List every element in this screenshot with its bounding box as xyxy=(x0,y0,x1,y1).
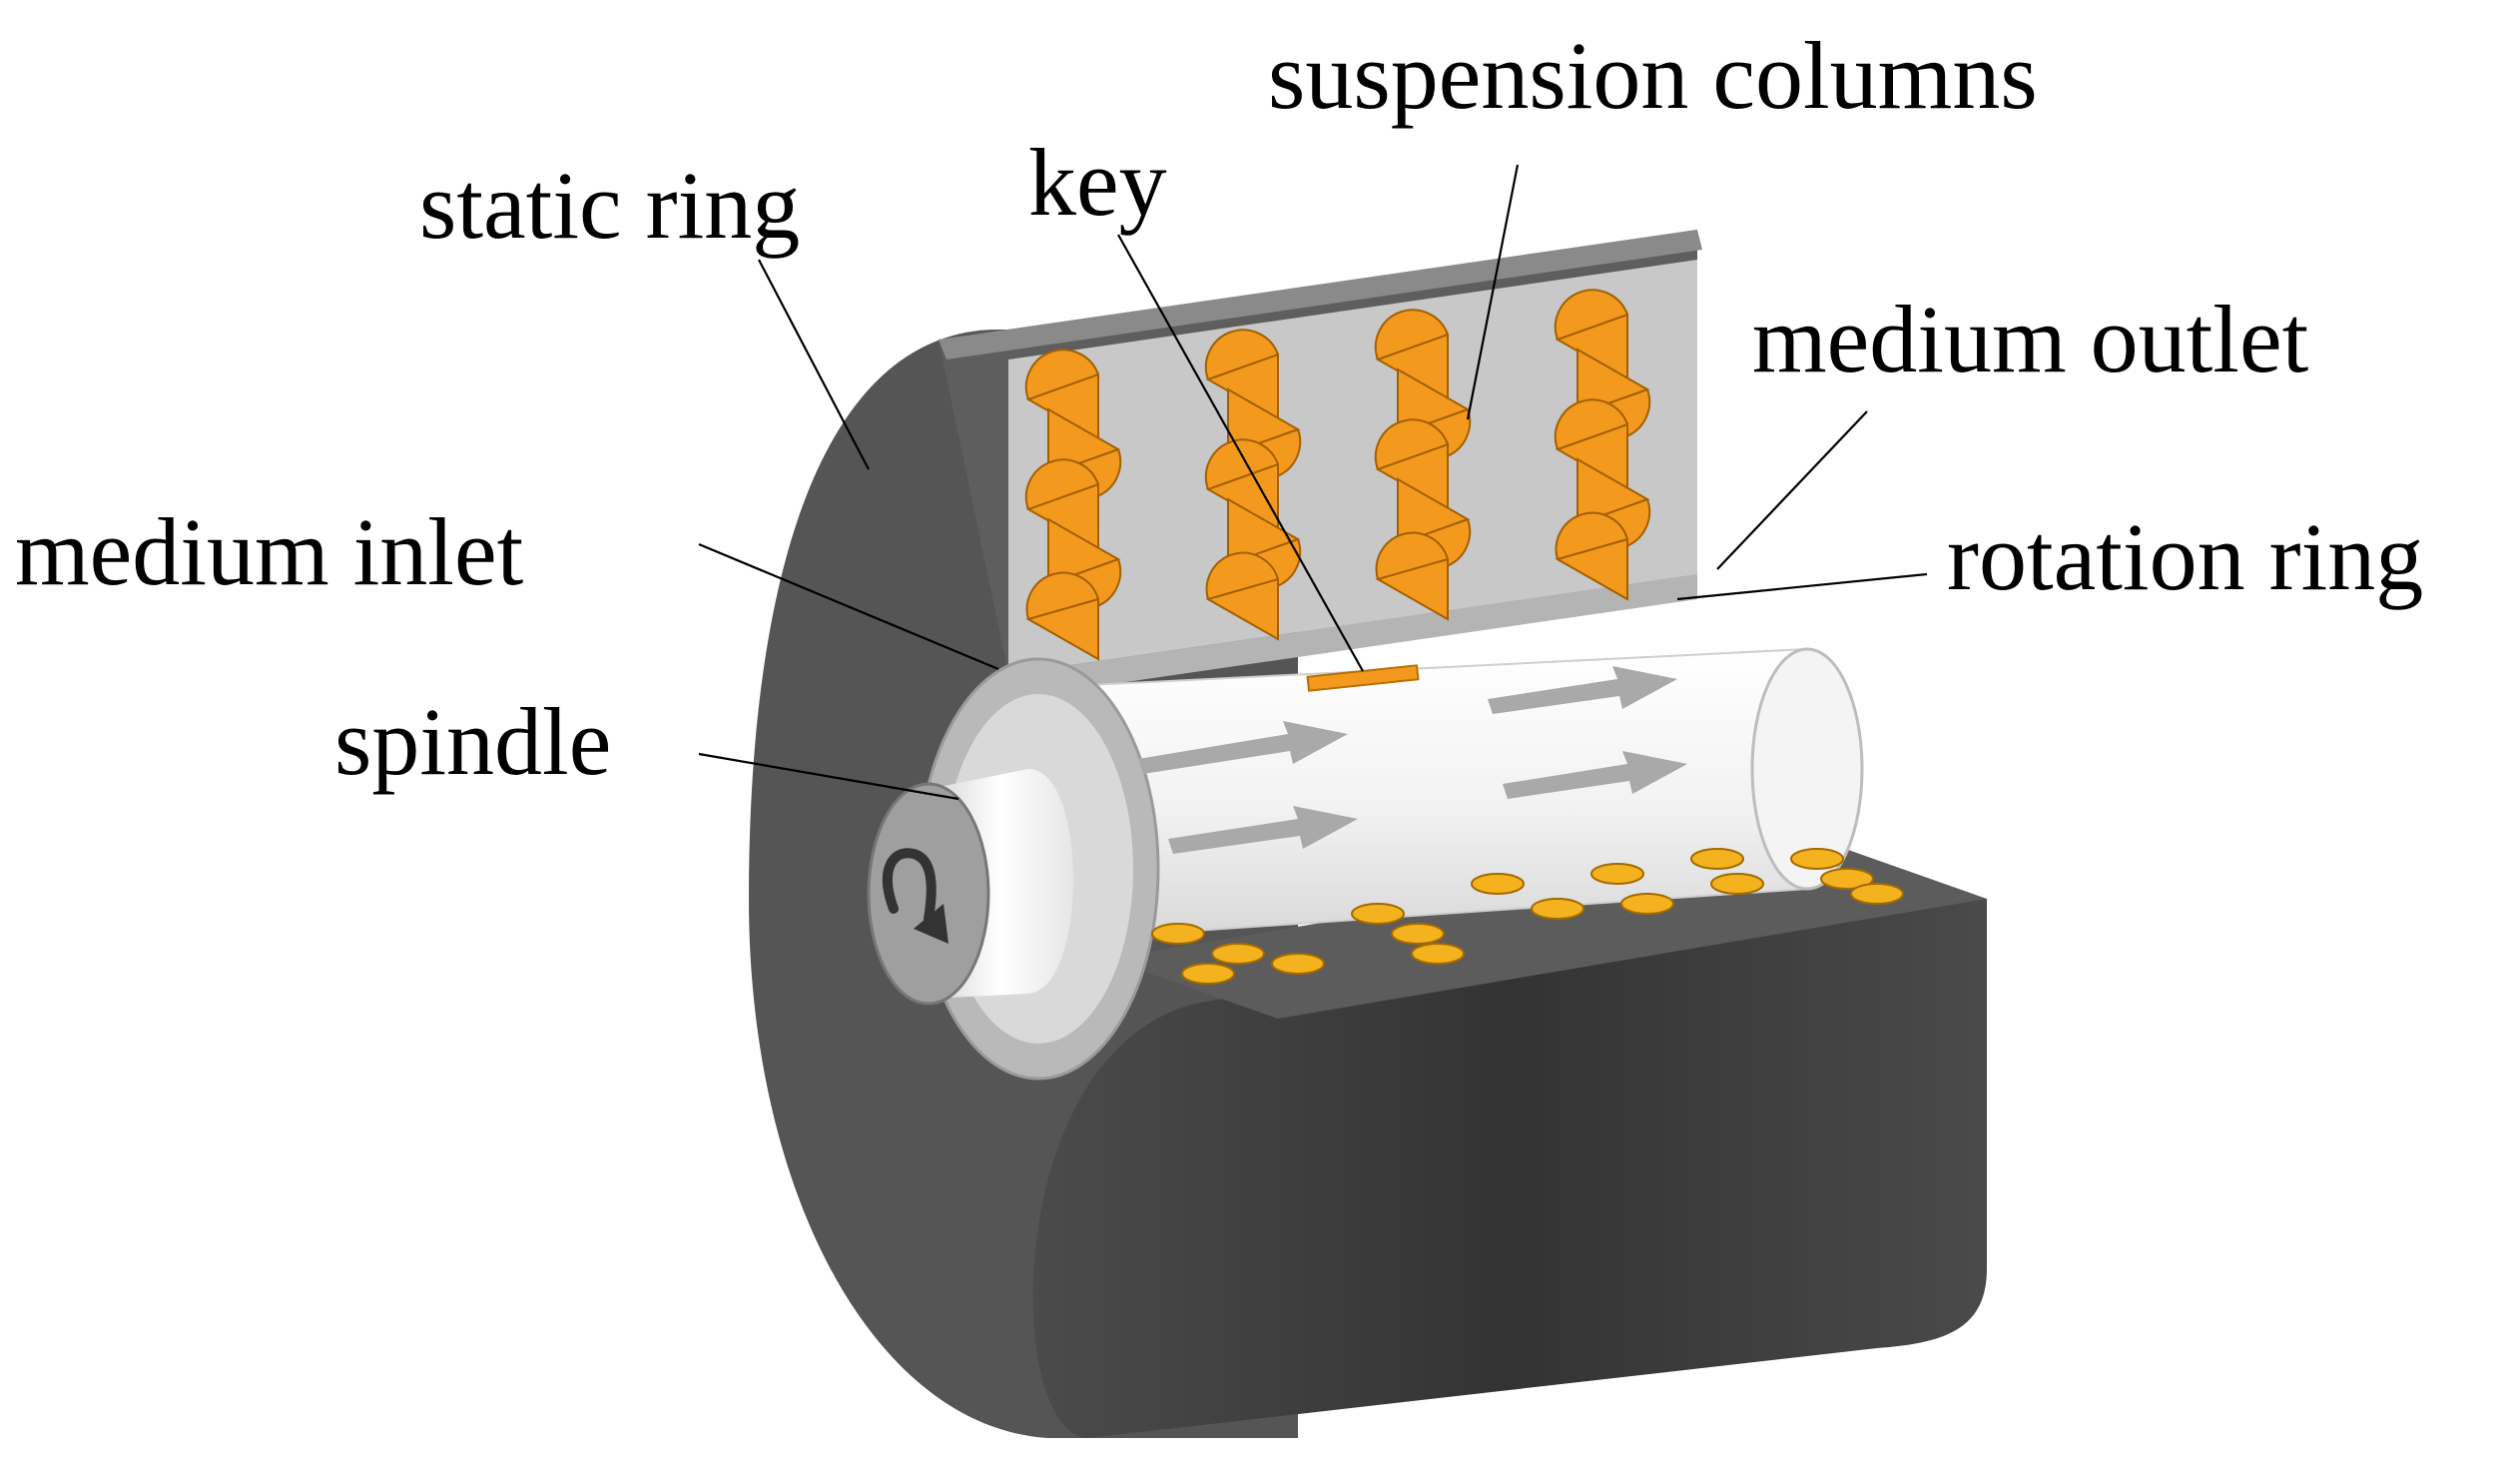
suspension-column xyxy=(1590,863,1644,885)
suspension-column xyxy=(1710,873,1764,895)
curved-arrow-icon xyxy=(882,848,948,944)
flow-arrow xyxy=(1503,751,1687,799)
label-static-ring: static ring xyxy=(419,152,800,259)
suspension-column xyxy=(1391,923,1445,945)
suspension-column xyxy=(1411,943,1465,965)
suspension-column xyxy=(1471,873,1525,895)
suspension-column xyxy=(1375,531,1449,621)
suspension-column xyxy=(1351,903,1405,925)
static-ring-top-edge xyxy=(939,230,1702,360)
suspension-column xyxy=(1820,868,1874,890)
suspension-columns-bottom xyxy=(1151,848,1904,985)
rotation-ring xyxy=(1008,260,1697,699)
leader-key xyxy=(1117,234,1364,672)
flow-arrow xyxy=(1168,806,1358,854)
label-medium-inlet: medium inlet xyxy=(15,498,524,605)
suspension-column xyxy=(1531,898,1584,920)
leader-medium-inlet xyxy=(698,542,999,671)
suspension-column xyxy=(1025,571,1099,661)
label-medium-outlet: medium outlet xyxy=(1752,286,2309,392)
leader-spindle xyxy=(698,752,959,801)
suspension-column xyxy=(1181,963,1235,985)
label-spindle: spindle xyxy=(334,688,611,795)
leader-medium-outlet xyxy=(1716,410,1868,570)
suspension-column xyxy=(1211,943,1265,965)
leader-suspension-columns xyxy=(1466,164,1520,420)
leader-lines xyxy=(698,164,1928,801)
suspension-column xyxy=(1620,893,1674,915)
rotation-ring-face xyxy=(1008,260,1697,674)
label-suspension-columns: suspension columns xyxy=(1268,22,2038,129)
static-ring-bottom-block xyxy=(1032,899,1987,1438)
label-rotation-ring: rotation ring xyxy=(1947,503,2423,610)
rotation-ring-lower-band xyxy=(1008,574,1697,699)
label-key: key xyxy=(1028,129,1167,236)
leader-rotation-ring xyxy=(1676,572,1928,601)
suspension-column xyxy=(1151,923,1205,945)
suspension-column xyxy=(1204,329,1279,421)
suspension-column xyxy=(1271,953,1325,975)
suspension-column xyxy=(1555,511,1628,601)
labels: suspension columns key static ring mediu… xyxy=(15,22,2423,795)
suspension-column xyxy=(1850,883,1904,905)
suspension-columns-top xyxy=(1024,289,1651,661)
suspension-column xyxy=(1790,848,1844,870)
leader-static-ring xyxy=(758,259,870,470)
suspension-column xyxy=(1690,848,1744,870)
flow-arrow xyxy=(1488,666,1677,714)
flow-arrow xyxy=(1138,721,1348,774)
suspension-column xyxy=(1205,551,1279,641)
flow-arrows xyxy=(1138,666,1687,854)
spindle-end-cap xyxy=(1750,647,1864,891)
